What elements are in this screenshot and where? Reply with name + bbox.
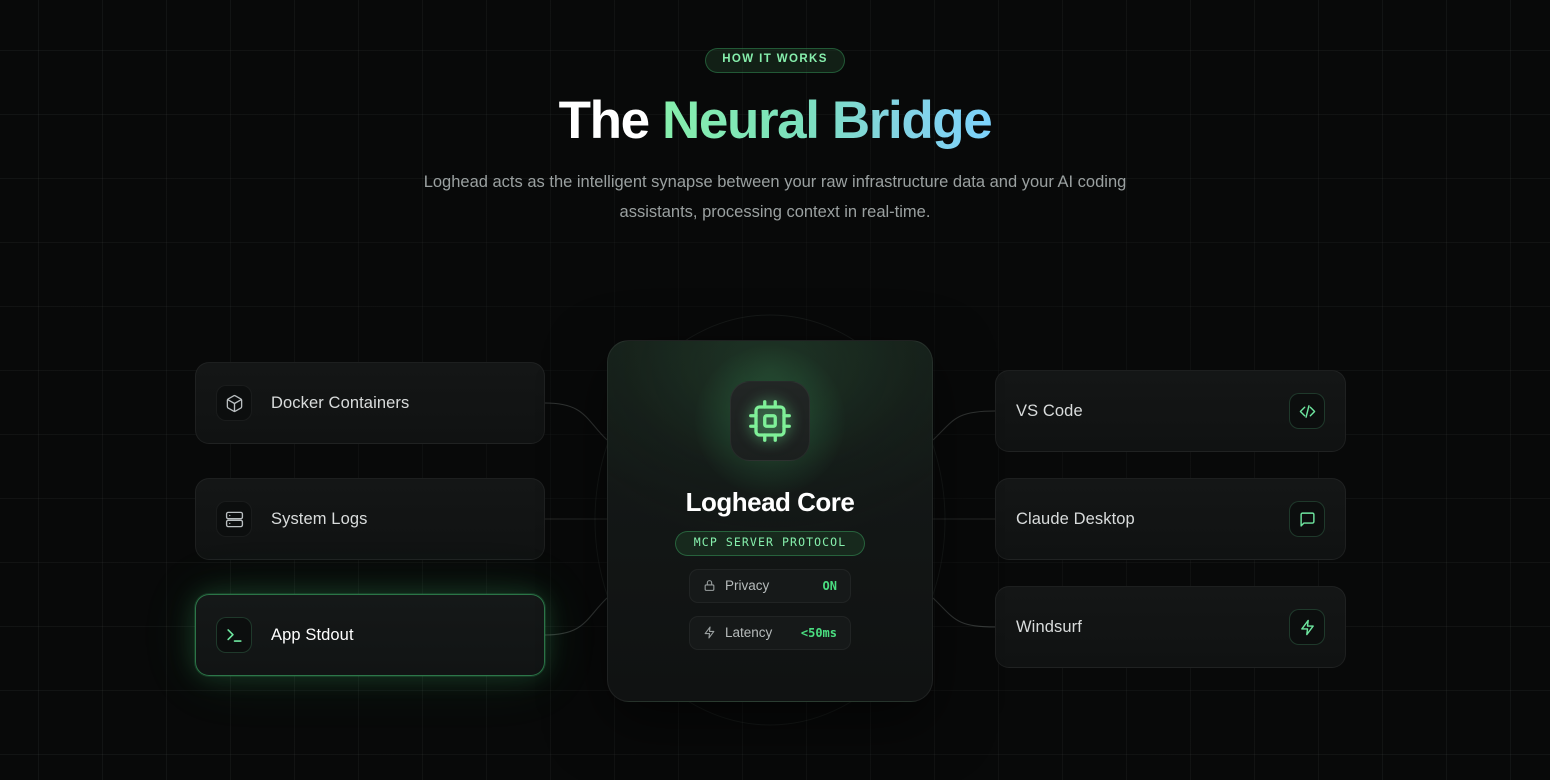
source-card-docker-containers[interactable]: Docker Containers	[195, 362, 545, 444]
hub-title: Loghead Core	[685, 487, 855, 517]
source-label: Docker Containers	[271, 393, 410, 412]
neural-bridge-diagram: Docker Containers System Logs App Stdout	[0, 310, 1550, 780]
source-card-app-stdout[interactable]: App Stdout	[195, 594, 545, 676]
server-icon	[216, 501, 252, 537]
client-card-claude-desktop[interactable]: Claude Desktop	[995, 478, 1346, 560]
client-label: Windsurf	[1016, 617, 1082, 636]
lightning-icon	[1289, 609, 1325, 645]
hub-stat-latency: Latency <50ms	[689, 615, 851, 650]
hub-stat-label: Privacy	[725, 578, 770, 593]
client-card-vs-code[interactable]: VS Code	[995, 370, 1346, 452]
message-square-icon	[1289, 501, 1325, 537]
hub-stat-value: <50ms	[800, 625, 837, 640]
terminal-prompt-icon	[216, 617, 252, 653]
connector-vscode	[932, 410, 996, 441]
source-label: System Logs	[271, 509, 368, 528]
page-title-plain: The	[558, 90, 663, 150]
hub-card-loghead-core: Loghead Core MCP SERVER PROTOCOL Privacy…	[607, 340, 933, 702]
page-subtitle: Loghead acts as the intelligent synapse …	[423, 173, 1127, 221]
connector-stdout	[544, 597, 608, 636]
hub-stat-privacy: Privacy ON	[689, 568, 851, 603]
client-label: VS Code	[1016, 401, 1083, 420]
connector-docker	[544, 402, 608, 441]
source-card-system-logs[interactable]: System Logs	[195, 478, 545, 560]
code-brackets-icon	[1289, 393, 1325, 429]
eyebrow-badge: HOW IT WORKS	[705, 48, 845, 73]
page-title-accent: Neural Bridge	[662, 90, 993, 150]
lock-icon	[703, 579, 716, 592]
page-title: The Neural Bridge	[0, 90, 1550, 150]
cpu-chip-icon	[695, 346, 845, 496]
client-label: Claude Desktop	[1016, 509, 1135, 528]
connector-windsurf	[932, 597, 996, 628]
hub-stat-value: ON	[822, 578, 837, 593]
section-header: HOW IT WORKS The Neural Bridge Loghead a…	[0, 0, 1550, 227]
hub-stat-label: Latency	[725, 625, 773, 640]
lightning-icon	[703, 626, 716, 639]
source-label: App Stdout	[271, 625, 354, 644]
cube-icon	[216, 385, 252, 421]
hub-protocol-badge: MCP SERVER PROTOCOL	[674, 531, 866, 556]
client-card-windsurf[interactable]: Windsurf	[995, 586, 1346, 668]
